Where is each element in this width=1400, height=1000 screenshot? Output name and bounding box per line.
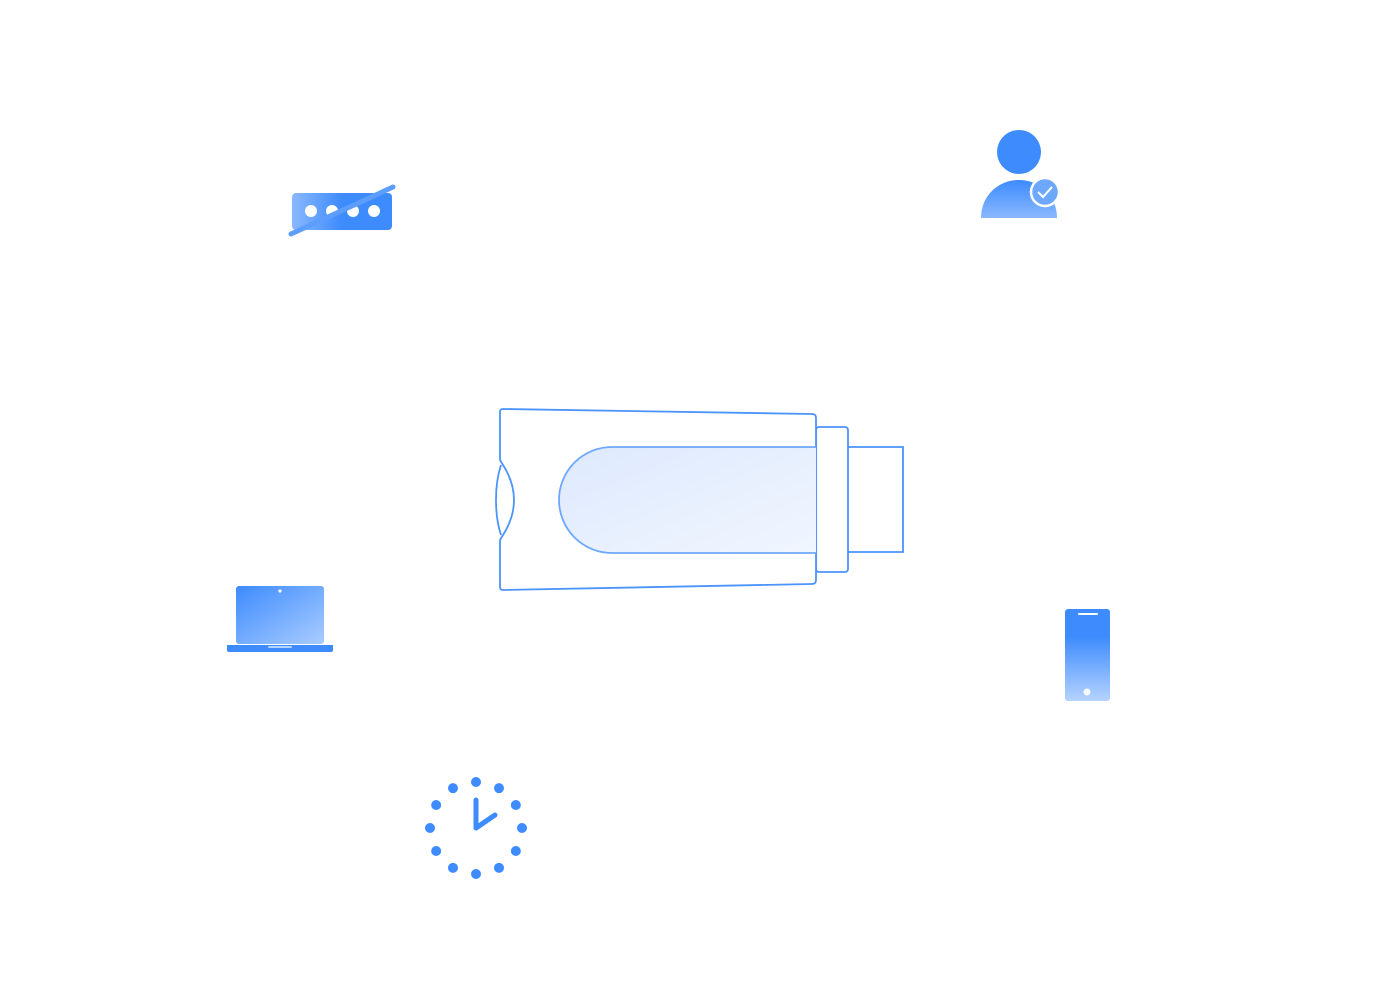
clock-dot: [510, 846, 521, 856]
clock-dot: [448, 783, 458, 794]
clock-dot: [471, 777, 481, 787]
clock-dot: [431, 800, 442, 810]
password-hidden-icon: [288, 184, 396, 237]
verified-user-icon: [981, 130, 1061, 218]
clock-dot: [425, 823, 435, 833]
clock-dot: [494, 862, 504, 873]
clock-dot: [431, 846, 442, 856]
usb-drive-icon: [495, 408, 904, 591]
clock-dot: [510, 800, 521, 810]
laptop-icon: [227, 586, 333, 652]
clock-icon: [425, 777, 527, 879]
clock-dot: [494, 783, 504, 794]
clock-dot: [517, 823, 527, 833]
clock-dot: [448, 862, 458, 873]
smartphone-icon: [1065, 609, 1110, 701]
clock-dot: [471, 869, 481, 879]
